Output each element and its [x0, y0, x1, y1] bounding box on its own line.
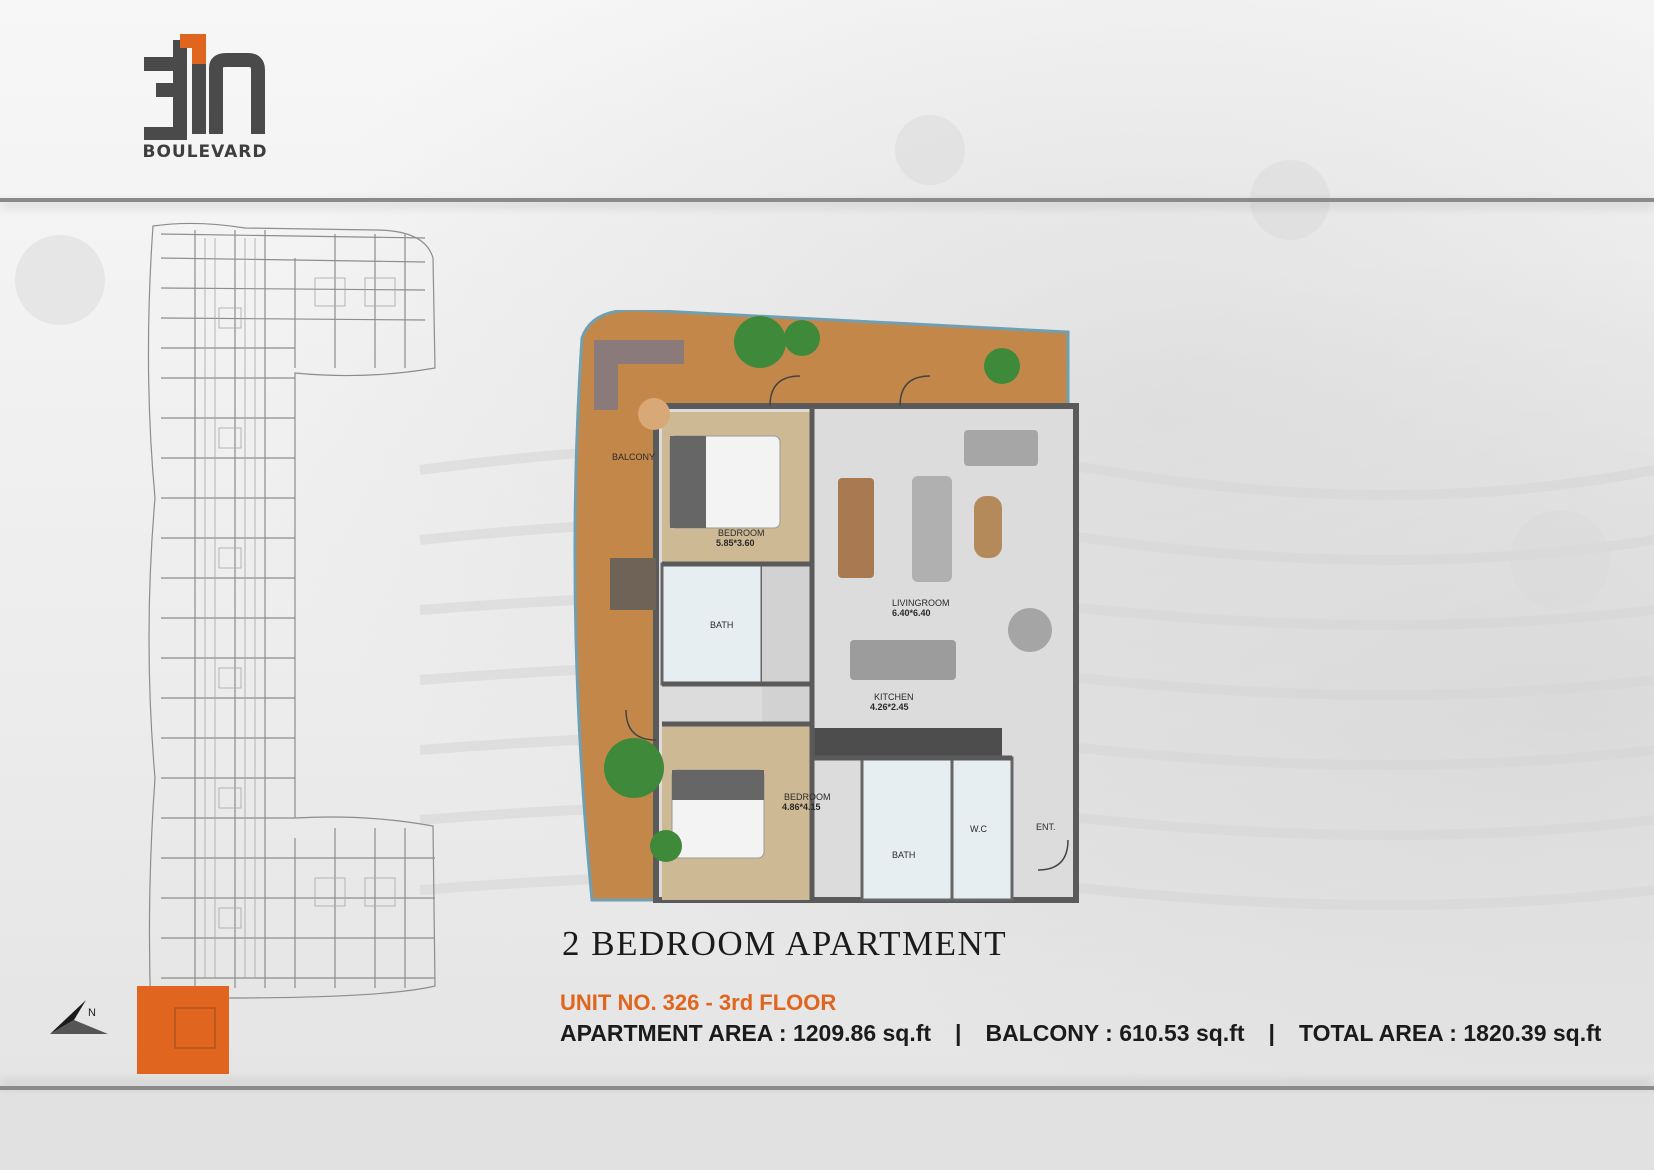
- balcony-area: BALCONY : 610.53 sq.ft: [985, 1020, 1245, 1046]
- label-balcony: BALCONY: [612, 452, 655, 462]
- label-entrance: ENT.: [1036, 822, 1056, 832]
- apartment-area: APARTMENT AREA : 1209.86 sq.ft: [560, 1020, 932, 1046]
- label-bedroom-2-size: 4.86*4.15: [782, 802, 821, 812]
- floor-plan: BALCONY BEDROOM 5.85*3.60 BATH LIVINGROO…: [573, 310, 1079, 903]
- label-kitchen: KITCHEN: [874, 692, 914, 702]
- label-livingroom-size: 6.40*6.40: [892, 608, 931, 618]
- label-bath-2: BATH: [892, 850, 915, 860]
- label-bedroom-2: BEDROOM: [784, 792, 831, 802]
- header-divider: [0, 198, 1654, 202]
- label-wc: W.C: [970, 824, 987, 834]
- brand-name: BOULEVARD: [142, 142, 268, 162]
- label-livingroom: LIVINGROOM: [892, 598, 950, 608]
- unit-highlight: [137, 986, 229, 1074]
- compass-label: N: [88, 1007, 96, 1019]
- area-separator: |: [1268, 1020, 1275, 1046]
- unit-number: UNIT NO. 326 - 3rd FLOOR: [560, 990, 837, 1015]
- page-title: 2 BEDROOM APARTMENT: [562, 924, 1008, 963]
- north-compass-icon: N: [50, 1000, 108, 1034]
- area-separator: |: [955, 1020, 962, 1046]
- label-bedroom-1: BEDROOM: [718, 528, 765, 538]
- brand-logo: BOULEVARD: [140, 30, 270, 170]
- label-kitchen-size: 4.26*2.45: [870, 702, 909, 712]
- footer-divider: [0, 1086, 1654, 1090]
- area-summary: APARTMENT AREA : 1209.86 sq.ft | BALCONY :…: [560, 1020, 1601, 1047]
- total-area: TOTAL AREA : 1820.39 sq.ft: [1298, 1020, 1602, 1046]
- label-bath-1: BATH: [710, 620, 733, 630]
- label-bedroom-1-size: 5.85*3.60: [716, 538, 755, 548]
- key-plan: [137, 222, 436, 1074]
